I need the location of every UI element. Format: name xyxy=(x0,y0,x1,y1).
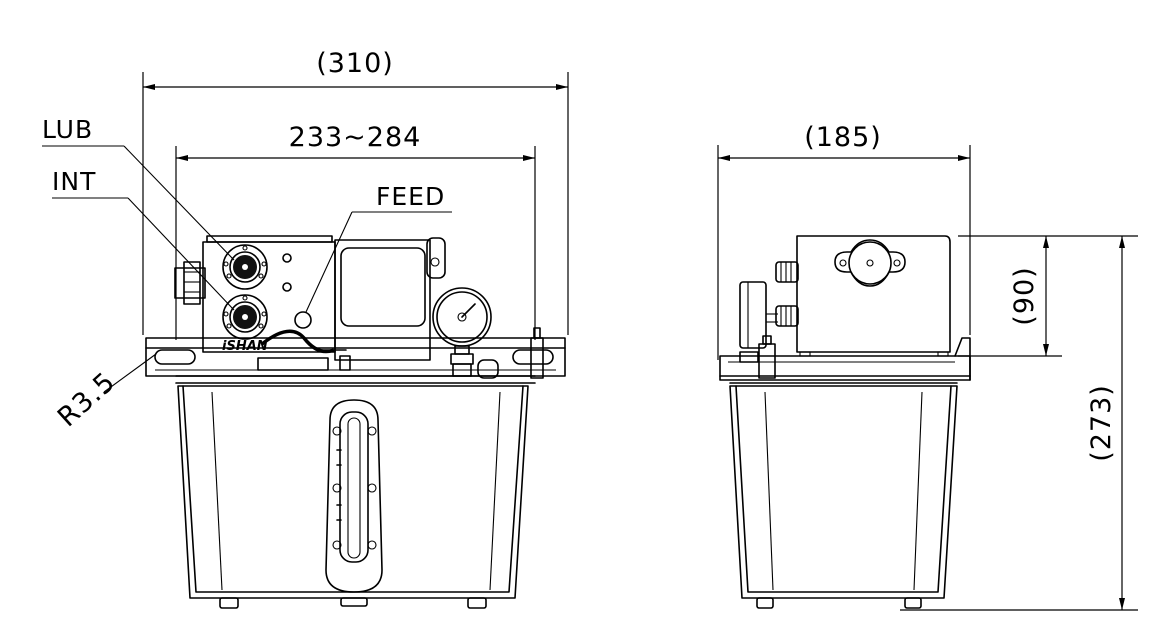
lub-dial[interactable] xyxy=(222,244,268,290)
mount-width-label: 233~284 xyxy=(289,122,422,153)
feed-callout: FEED xyxy=(305,182,452,313)
motor-housing xyxy=(257,237,446,371)
pressure-gauge xyxy=(432,287,499,379)
oil-level-gauge xyxy=(325,399,383,593)
total-height-label: (273) xyxy=(1086,384,1117,462)
int-label: INT xyxy=(52,167,96,196)
feed-button[interactable] xyxy=(294,311,312,329)
total-height-dimension: (273) xyxy=(900,235,1138,611)
head-height-label: (90) xyxy=(1009,266,1040,325)
side-top-plate xyxy=(719,335,971,384)
control-box: iSHAN xyxy=(202,235,336,354)
head-height-dimension: (90) xyxy=(958,235,1062,357)
brand-logo: iSHAN xyxy=(222,339,268,354)
indicator-lamp-2 xyxy=(282,282,292,292)
int-dial[interactable] xyxy=(222,294,268,340)
side-tank xyxy=(729,385,958,609)
overall-width-dimension: (310) xyxy=(142,48,569,335)
int-callout: INT xyxy=(52,167,235,311)
top-plate xyxy=(145,327,566,384)
lub-callout: LUB xyxy=(42,115,235,261)
lub-label: LUB xyxy=(42,115,93,144)
depth-dimension: (185) xyxy=(717,122,971,360)
hole-radius-label: R3.5 xyxy=(52,366,122,433)
overall-width-label: (310) xyxy=(316,48,394,79)
side-fitting xyxy=(174,261,206,305)
mount-width-dimension: 233~284 xyxy=(175,122,536,340)
oil-tank xyxy=(177,385,529,609)
depth-label: (185) xyxy=(804,122,882,153)
hole-radius-callout: R3.5 xyxy=(52,353,157,433)
side-head-housing xyxy=(739,235,951,357)
front-view: (310) 233~284 xyxy=(42,48,569,609)
indicator-lamp-1 xyxy=(282,253,292,263)
feed-label: FEED xyxy=(376,182,445,211)
side-view: (185) (90) (273) xyxy=(717,122,1138,611)
